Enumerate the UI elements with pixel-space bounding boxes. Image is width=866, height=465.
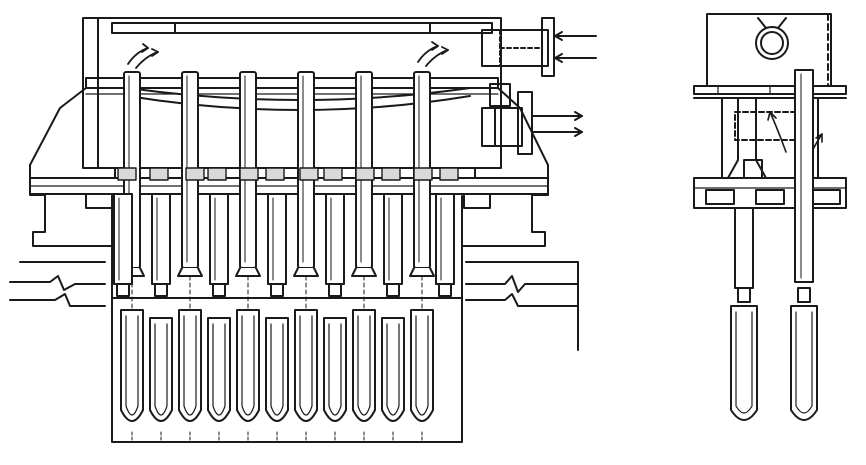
sleeve-body <box>178 309 202 422</box>
column-neck <box>386 283 400 297</box>
guide-column <box>113 193 133 297</box>
side-view <box>693 13 847 421</box>
side-sleeve-inner <box>795 311 813 414</box>
side-sleeve-body <box>790 305 818 421</box>
side-housing <box>693 13 847 99</box>
sleeve-body <box>410 309 434 422</box>
flange-block <box>265 167 285 181</box>
sleeve-inner <box>125 315 139 416</box>
tube-tip <box>351 267 377 277</box>
left-shroud <box>9 87 113 307</box>
guide-column <box>267 193 287 297</box>
side-tube-neck <box>737 287 751 303</box>
flange-block <box>355 167 375 181</box>
feed-pipe-upper <box>481 17 597 77</box>
side-tube-upper <box>794 69 814 283</box>
column-body <box>209 193 229 285</box>
lower-sleeve <box>323 317 347 443</box>
right-shroud <box>461 87 579 351</box>
sleeve-inner <box>299 315 313 416</box>
side-tube-neck <box>797 287 811 303</box>
column-neck <box>212 283 226 297</box>
lower-sleeve <box>207 317 231 443</box>
flange-block <box>413 167 433 181</box>
top-plate <box>85 77 499 111</box>
flange-block <box>185 167 205 181</box>
front-tube-array <box>113 71 459 443</box>
column-neck <box>438 283 452 297</box>
tube-tip <box>177 267 203 277</box>
sleeve-body <box>149 317 173 422</box>
column-neck <box>270 283 284 297</box>
sleeve-inner <box>357 315 371 416</box>
guide-column <box>151 193 171 297</box>
sleeve-inner <box>241 315 255 416</box>
sleeve-body <box>294 309 318 422</box>
feed-pipe-lower <box>481 83 583 155</box>
sleeve-inner <box>415 315 429 416</box>
lower-sleeve <box>294 309 318 443</box>
column-neck <box>328 283 342 297</box>
side-sleeve-body <box>730 305 758 421</box>
side-sleeve-inner <box>735 311 753 414</box>
lower-vessel <box>111 245 463 443</box>
sleeve-inner <box>328 323 342 416</box>
front-view <box>9 17 597 443</box>
flange-block <box>299 167 319 181</box>
lower-sleeve <box>381 317 405 443</box>
column-body <box>113 193 133 285</box>
lower-sleeve <box>178 309 202 443</box>
flange-block <box>207 167 227 181</box>
sleeve-body <box>352 309 376 422</box>
column-neck <box>116 283 130 297</box>
flange-block <box>381 167 401 181</box>
side-tube-upper <box>734 207 754 289</box>
column-body <box>267 193 287 285</box>
tube-tip <box>235 267 261 277</box>
sleeve-body <box>120 309 144 422</box>
guide-column <box>383 193 403 297</box>
lower-sleeve <box>265 317 289 443</box>
lower-sleeve <box>410 309 434 443</box>
sleeve-inner <box>270 323 284 416</box>
middle-flange <box>29 167 549 209</box>
guide-column <box>325 193 345 297</box>
sleeve-inner <box>386 323 400 416</box>
column-body <box>435 193 455 285</box>
tube-tip <box>293 267 319 277</box>
side-flange <box>693 177 847 209</box>
column-neck <box>154 283 168 297</box>
sleeve-inner <box>183 315 197 416</box>
side-tube-array <box>730 69 818 421</box>
flange-block <box>149 167 169 181</box>
sleeve-inner <box>212 323 226 416</box>
flange-block <box>439 167 459 181</box>
guide-column <box>209 193 229 297</box>
lower-sleeve <box>120 309 144 443</box>
flange-block <box>239 167 259 181</box>
sleeve-body <box>236 309 260 422</box>
sleeve-body <box>381 317 405 422</box>
sleeve-body <box>265 317 289 422</box>
sleeve-body <box>323 317 347 422</box>
column-body <box>325 193 345 285</box>
flange-block <box>117 167 137 181</box>
lower-sleeve <box>352 309 376 443</box>
column-body <box>383 193 403 285</box>
guide-column <box>435 193 455 297</box>
tube-tip <box>409 267 435 277</box>
lower-sleeve <box>236 309 260 443</box>
flange-block <box>323 167 343 181</box>
side-tube <box>730 207 758 421</box>
column-body <box>151 193 171 285</box>
sleeve-inner <box>154 323 168 416</box>
lower-sleeve <box>149 317 173 443</box>
side-tube <box>790 69 818 421</box>
flow-arrows-front <box>127 41 449 69</box>
sleeve-body <box>207 317 231 422</box>
